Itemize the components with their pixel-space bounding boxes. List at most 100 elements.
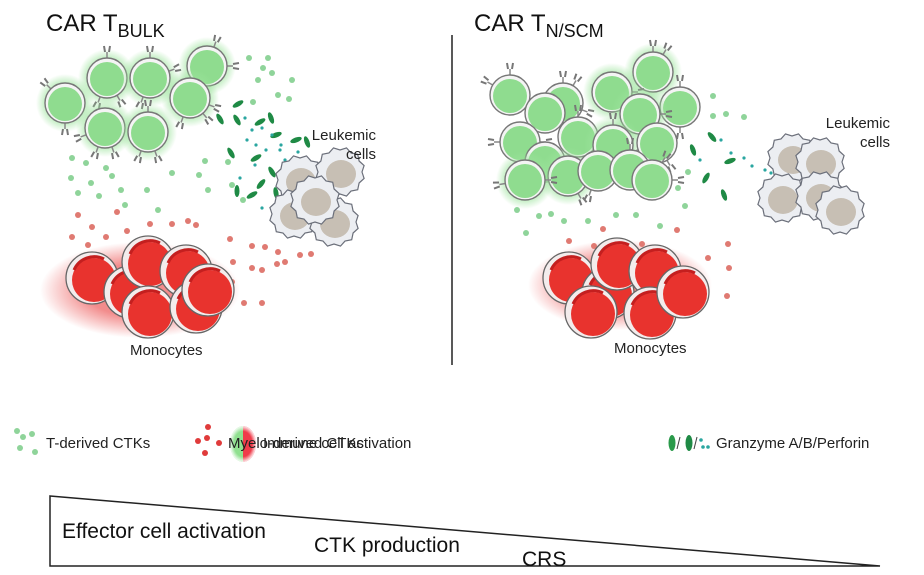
perforin-particle [769, 171, 773, 175]
car-receptor-icon [146, 45, 154, 58]
granzyme-particle [232, 100, 244, 108]
car-receptor-icon [660, 110, 673, 118]
t-ctk [255, 77, 261, 83]
t-ctk [265, 55, 271, 61]
car-receptor-icon [661, 150, 672, 164]
perforin-particle [270, 133, 274, 137]
granzyme-particle [720, 189, 728, 201]
t-ctk [75, 190, 81, 196]
leukemic-cells-label-bulk: Leukemic cells [306, 126, 376, 164]
granzyme-particle [233, 114, 241, 126]
t-ctk [144, 187, 150, 193]
myelo-ctk [308, 251, 314, 257]
myelo-ctk [639, 241, 645, 247]
panel-title-bulk: CAR TBULK [46, 10, 165, 42]
t-ctk [657, 223, 663, 229]
car-receptor-icon [208, 104, 222, 113]
myelo-ctk [114, 209, 120, 215]
t-ctk [225, 159, 231, 165]
car-receptor-icon [213, 34, 222, 48]
perforin-particle [283, 158, 287, 162]
granzyme-particle [227, 147, 235, 159]
myelo-ctk [75, 212, 81, 218]
car-receptor-icon [487, 138, 500, 146]
myelo-ctk [227, 236, 233, 242]
monocytes-label-bulk: Monocytes [130, 342, 203, 359]
monocyte [564, 285, 618, 339]
granzyme-particle [256, 179, 266, 189]
panel-nscm-illustration [480, 39, 865, 340]
t-ctk [246, 55, 252, 61]
perforin-particle [279, 143, 283, 147]
t-cell [119, 99, 177, 164]
t-ctk [122, 202, 128, 208]
myelo-ctk [262, 244, 268, 250]
car-receptor-icon [506, 62, 514, 75]
myelo-derived-ctk-dots-icon [195, 424, 222, 456]
car-receptor-icon [609, 112, 617, 125]
car-receptor-icon [61, 123, 69, 136]
t-ctk [68, 175, 74, 181]
myelo-ctk [724, 293, 730, 299]
t-ctk [633, 212, 639, 218]
myelo-ctk [103, 234, 109, 240]
t-ctk [723, 111, 729, 117]
car-receptor-icon [133, 150, 142, 164]
t-derived-ctk-dots-icon [14, 428, 38, 455]
granzyme-particle [234, 185, 240, 197]
granzyme-particle [702, 172, 710, 184]
car-receptor-icon [73, 134, 87, 143]
t-cell [480, 62, 531, 116]
myelo-ctk [274, 261, 280, 267]
t-ctk [275, 92, 281, 98]
t-ctk [83, 160, 89, 166]
t-ctk [250, 99, 256, 105]
perforin-particle [238, 176, 242, 180]
car-receptor-icon [202, 112, 214, 125]
myelo-ctk [169, 221, 175, 227]
wedge-label-ctk: CTK production [314, 534, 460, 557]
perforin-particle [742, 156, 746, 160]
car-receptor-icon [626, 137, 634, 150]
granzyme-particle [246, 191, 258, 199]
myelo-ctk [249, 243, 255, 249]
t-ctk [685, 169, 691, 175]
myelo-ctk [725, 241, 731, 247]
granzyme-particle [303, 136, 311, 148]
label-line: Leukemic [825, 115, 890, 132]
perforin-particle [278, 148, 282, 152]
car-receptor-icon [103, 45, 111, 58]
t-cell [577, 150, 631, 203]
legend-label-granzyme: Granzyme A/B/Perforin [716, 435, 870, 452]
perforin-particle [719, 138, 723, 142]
granzyme-particle [270, 131, 282, 139]
granzyme-particle [268, 166, 276, 178]
leukemic-cell [815, 185, 865, 235]
t-ctk [103, 165, 109, 171]
perforin-particle [243, 116, 247, 120]
myelo-ctk [674, 227, 680, 233]
myelo-ctk [193, 222, 199, 228]
t-cell [631, 150, 685, 201]
myelo-ctk [69, 234, 75, 240]
t-ctk [240, 197, 246, 203]
title-main: CAR T [46, 10, 118, 37]
t-ctk [96, 193, 102, 199]
perforin-particle [750, 164, 754, 168]
perforin-particle [250, 128, 254, 132]
title-main: CAR T [474, 10, 546, 37]
perforin-particle [254, 143, 258, 147]
granzyme-particle [689, 144, 697, 156]
monocyte [181, 263, 235, 317]
legend-label-immune-activation: Immune cell activation [263, 435, 412, 452]
t-cell [161, 69, 222, 130]
t-ctk [169, 170, 175, 176]
t-ctk [536, 213, 542, 219]
granzyme-particle [724, 157, 736, 165]
granzyme-perforin-icon [668, 435, 710, 451]
gradient-wedge [49, 495, 881, 567]
t-ctk [514, 207, 520, 213]
myelo-ctk [124, 228, 130, 234]
t-ctk [675, 185, 681, 191]
t-ctk [269, 70, 275, 76]
